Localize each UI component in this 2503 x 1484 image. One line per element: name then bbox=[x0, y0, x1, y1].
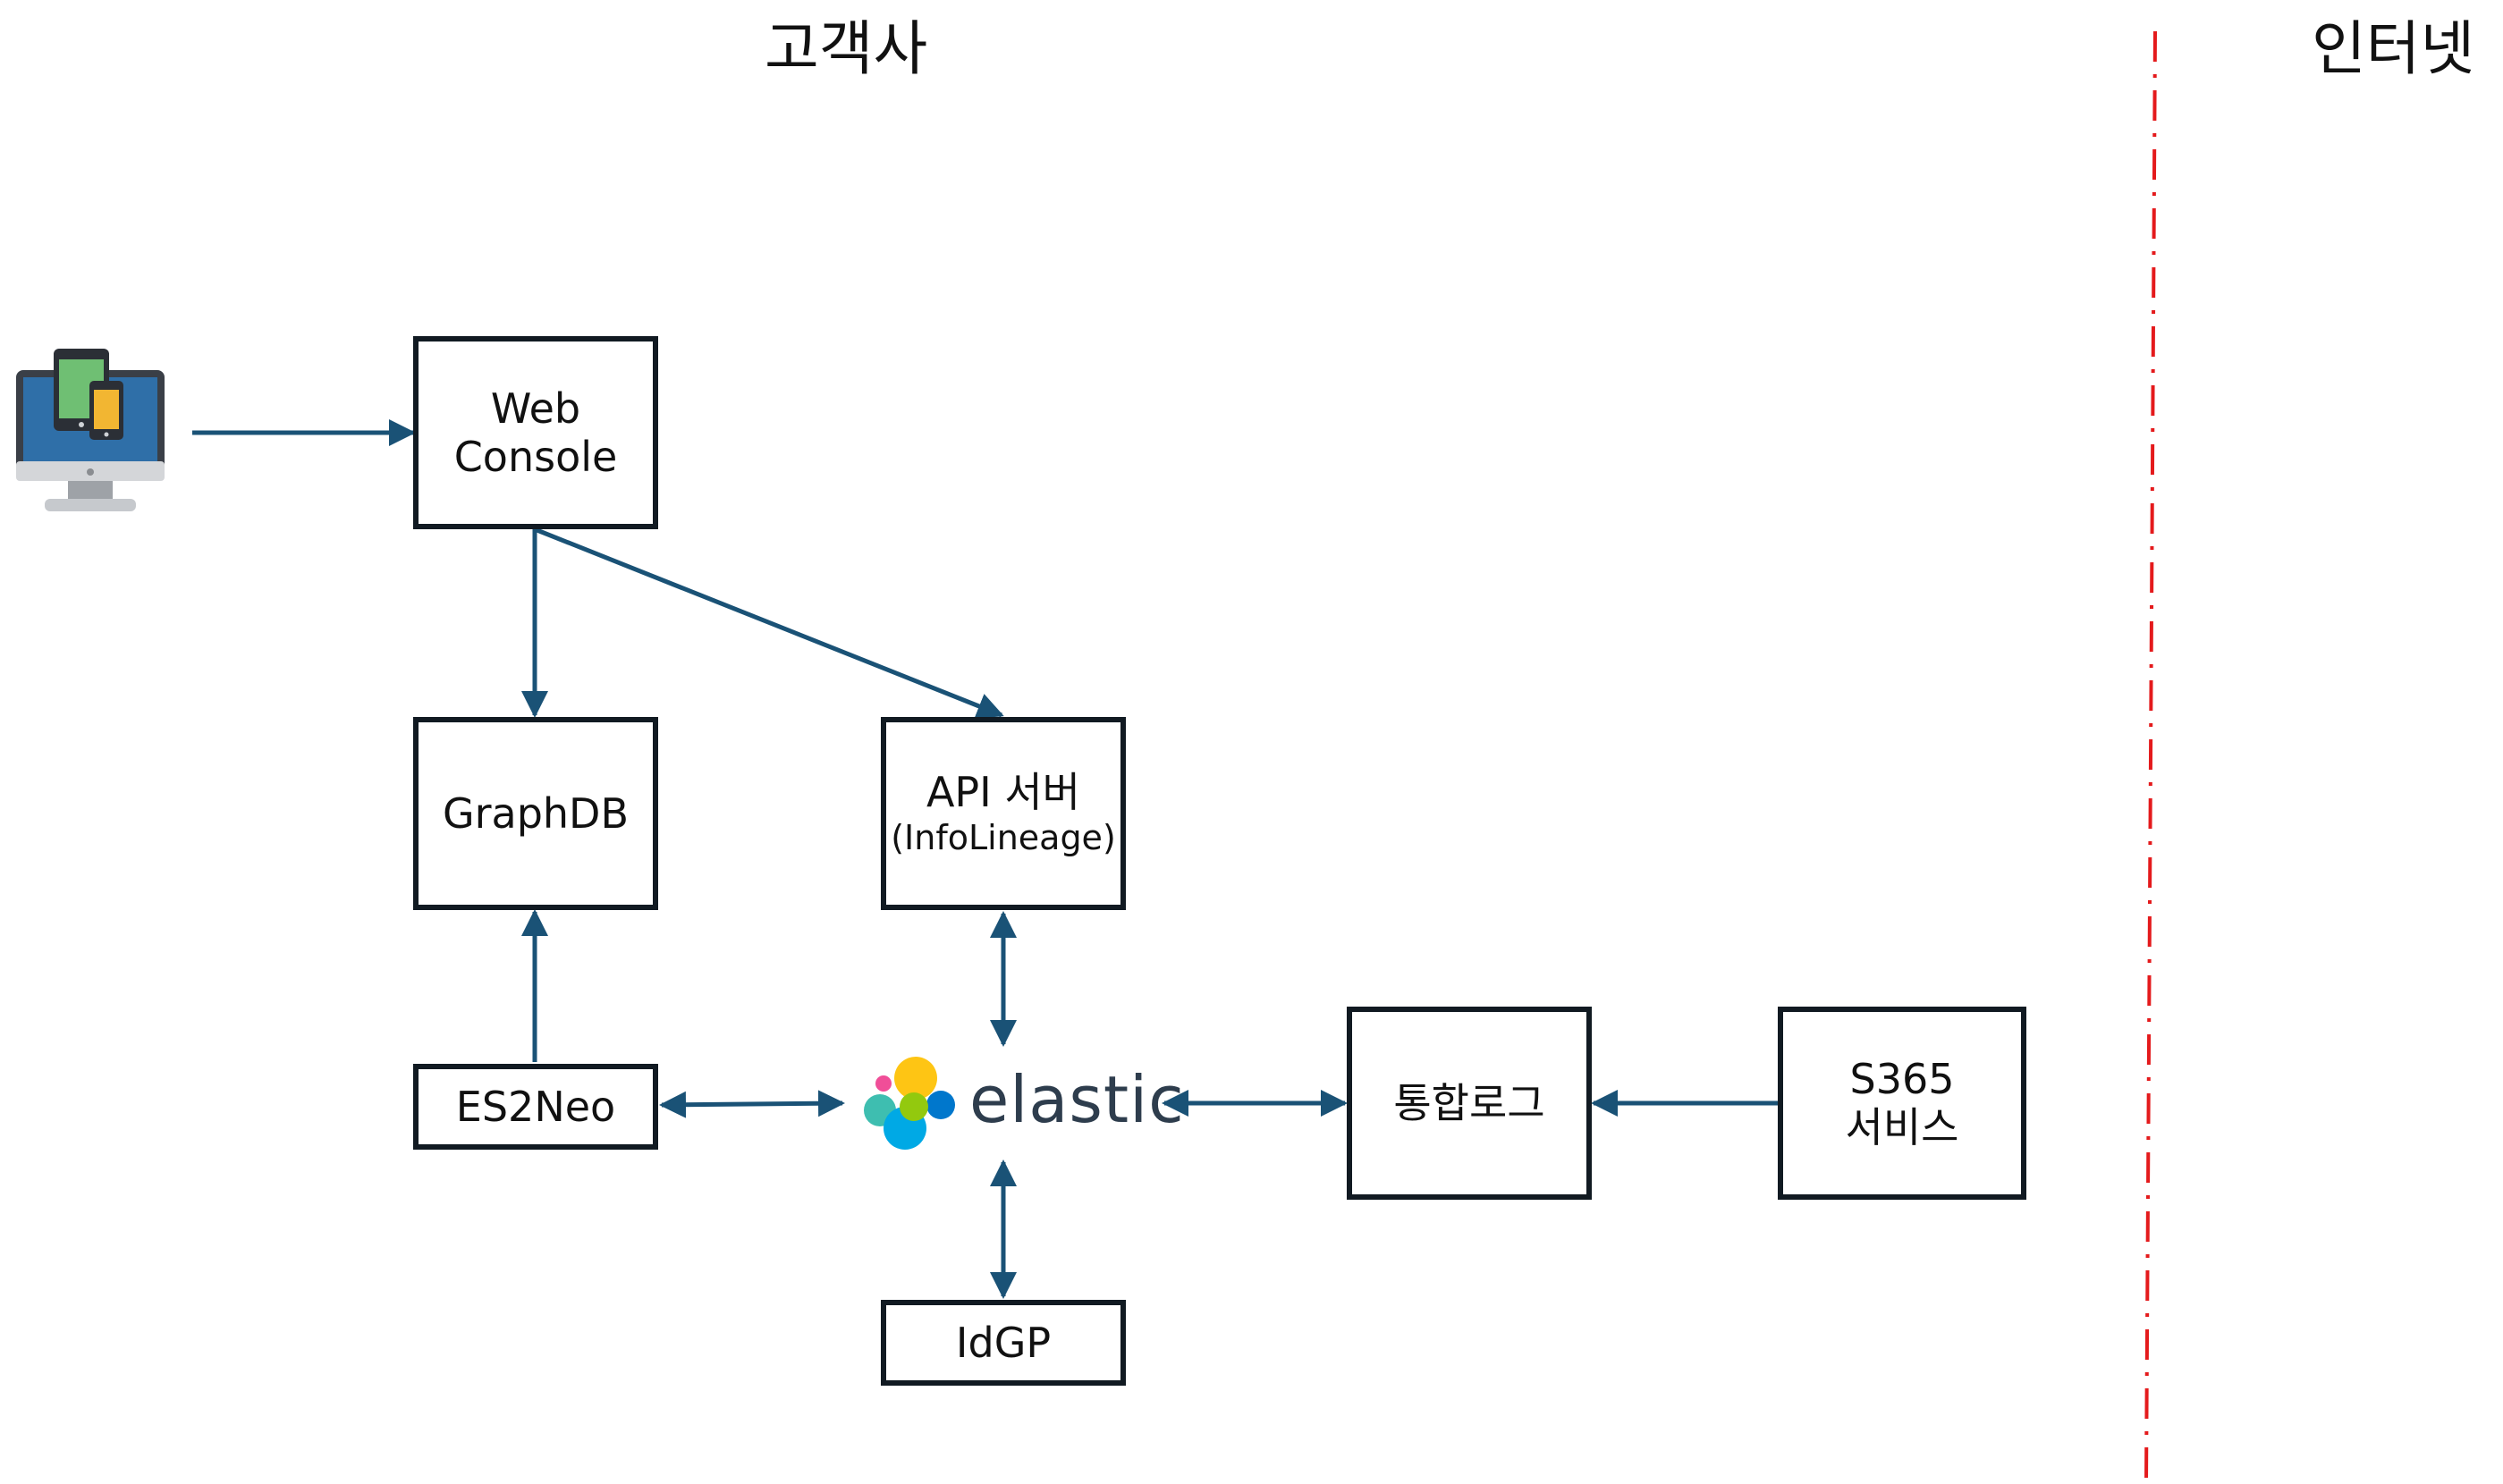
idgp-label: IdGP bbox=[955, 1319, 1052, 1367]
es2neo-box: ES2Neo bbox=[413, 1064, 658, 1150]
region-title-customer: 고객사 bbox=[765, 14, 928, 83]
boundary-line bbox=[2144, 30, 2157, 1484]
web-console-box: Web Console bbox=[413, 336, 658, 529]
devices-icon bbox=[14, 347, 166, 517]
s365-service-box: S365 서비스 bbox=[1778, 1007, 2026, 1200]
idgp-box: IdGP bbox=[881, 1300, 1126, 1386]
elastic-logo-icon bbox=[860, 1053, 959, 1151]
integrated-log-label: 통합로그 bbox=[1393, 1079, 1545, 1127]
elastic-label: elastic bbox=[969, 1062, 1185, 1137]
arrow-webconsole-to-api bbox=[534, 527, 1004, 719]
api-server-label-line2: (InfoLineage) bbox=[891, 818, 1116, 857]
api-server-label-line1: API 서버 bbox=[926, 768, 1081, 816]
integrated-log-box: 통합로그 bbox=[1347, 1007, 1592, 1200]
s365-label-line1: S365 bbox=[1849, 1055, 1955, 1103]
graphdb-label: GraphDB bbox=[442, 789, 630, 838]
arrow-es2neo-elastic bbox=[659, 1090, 845, 1118]
graphdb-box: GraphDB bbox=[413, 717, 658, 910]
region-title-internet: 인터넷 bbox=[2312, 14, 2475, 83]
web-console-label-line1: Web bbox=[490, 384, 581, 433]
api-server-box: API 서버 (InfoLineage) bbox=[881, 717, 1126, 910]
es2neo-label: ES2Neo bbox=[455, 1083, 616, 1131]
s365-label-line2: 서비스 bbox=[1845, 1103, 1959, 1151]
web-console-label-line2: Console bbox=[453, 433, 618, 481]
